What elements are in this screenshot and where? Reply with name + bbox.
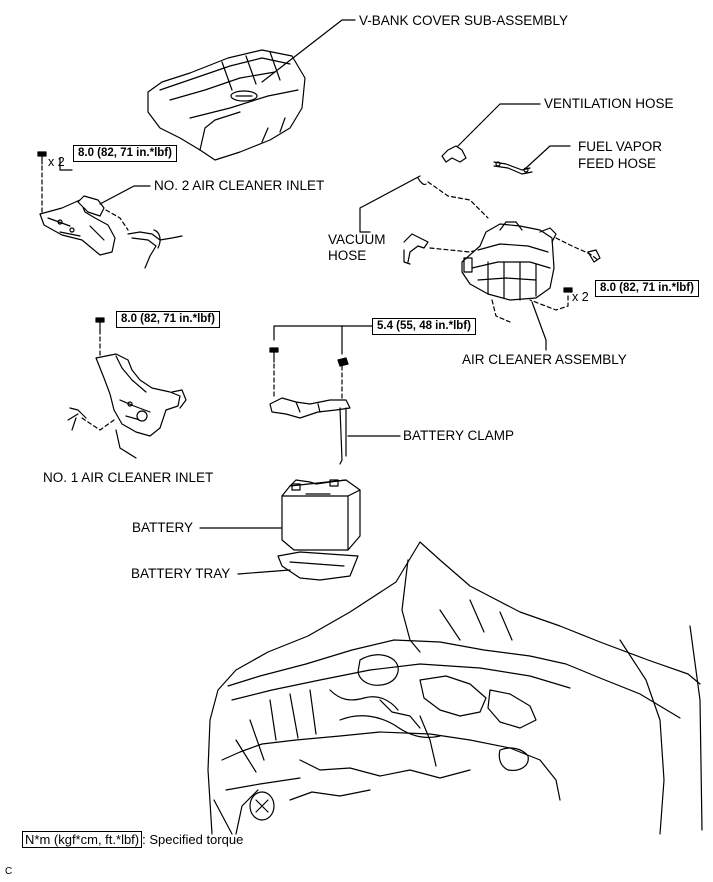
label-fuel-vapor-line2: FEED HOSE <box>578 156 657 171</box>
label-fuel-vapor-line1: FUEL VAPOR <box>578 139 663 154</box>
no1-inlet-bolt <box>95 317 105 331</box>
battery-part <box>281 479 361 551</box>
label-no2-air-cleaner-inlet: NO. 2 AIR CLEANER INLET <box>154 178 325 193</box>
battery-tray-part <box>277 551 359 581</box>
label-battery: BATTERY <box>132 520 194 535</box>
battery-clamp-part <box>269 397 351 465</box>
torque-air-cleaner: 8.0 (82, 71 in.*lbf) <box>595 280 699 297</box>
battery-clamp-bolt <box>269 347 279 363</box>
battery-clamp-nut <box>337 357 349 367</box>
no1-air-cleaner-inlet-part <box>67 353 187 437</box>
vehicle-engine-bay <box>207 541 703 835</box>
air-cleaner-bolt <box>563 287 573 293</box>
label-vacuum-line2: HOSE <box>328 248 367 263</box>
torque-legend-unit: N*m (kgf*cm, ft.*lbf) <box>22 831 143 848</box>
torque-legend-text: : Specified torque <box>142 832 244 847</box>
label-vacuum-line1: VACUUM <box>328 232 386 247</box>
figure-code: C <box>5 866 13 877</box>
quantity-air-cleaner: x 2 <box>572 290 589 304</box>
no2-air-cleaner-inlet-part <box>39 195 183 269</box>
no2-inlet-bolt <box>37 151 47 165</box>
torque-no1-inlet: 8.0 (82, 71 in.*lbf) <box>116 311 220 328</box>
fuel-vapor-feed-hose-part <box>493 161 533 175</box>
quantity-no2-inlet: x 2 <box>48 155 65 169</box>
air-cleaner-assembly-part <box>461 221 557 301</box>
label-battery-tray: BATTERY TRAY <box>131 566 231 581</box>
torque-battery-clamp: 5.4 (55, 48 in.*lbf) <box>372 318 476 335</box>
ventilation-hose-part <box>441 145 467 163</box>
label-air-cleaner-assembly: AIR CLEANER ASSEMBLY <box>462 352 627 367</box>
vacuum-hose-part <box>403 177 429 265</box>
torque-legend: N*m (kgf*cm, ft.*lbf): Specified torque <box>22 831 244 848</box>
label-battery-clamp: BATTERY CLAMP <box>403 428 515 443</box>
label-v-bank-cover: V-BANK COVER SUB-ASSEMBLY <box>359 13 569 28</box>
torque-no2-inlet: 8.0 (82, 71 in.*lbf) <box>73 145 177 162</box>
label-no1-air-cleaner-inlet: NO. 1 AIR CLEANER INLET <box>43 470 214 485</box>
v-bank-cover-part <box>147 49 306 161</box>
label-ventilation-hose: VENTILATION HOSE <box>544 96 674 111</box>
